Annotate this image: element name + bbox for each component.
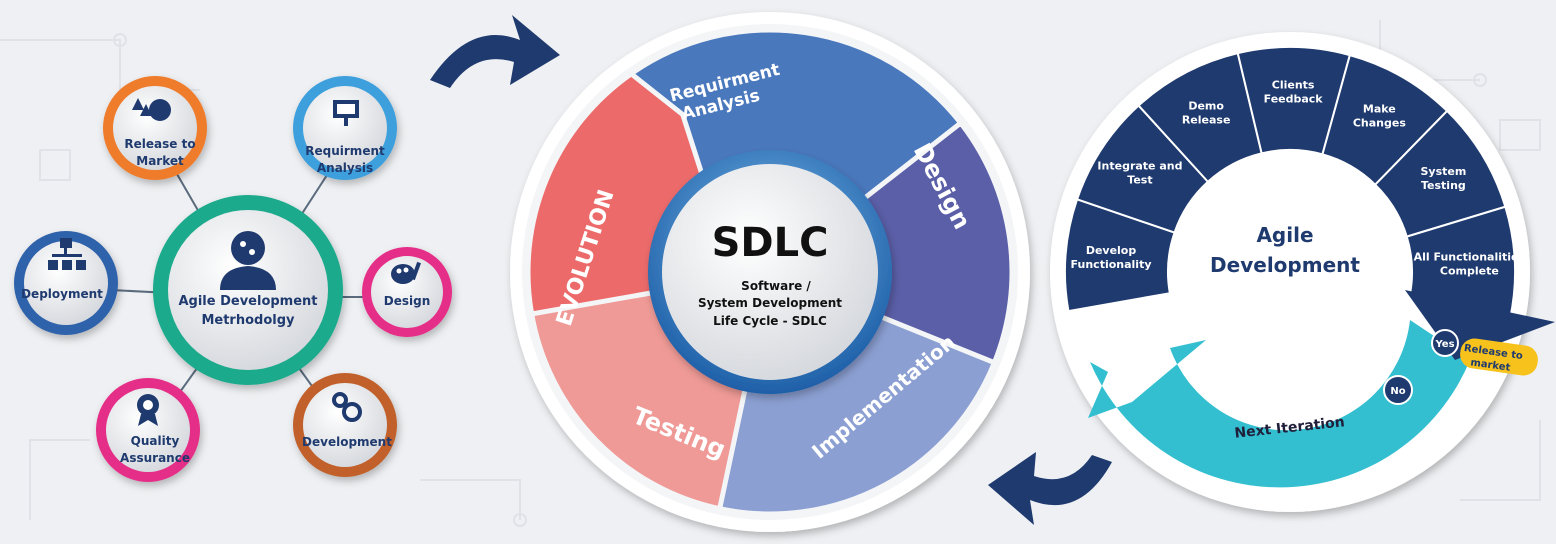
cycle-segment-label: Make	[1363, 102, 1396, 115]
node-label: Design	[384, 294, 431, 308]
sdlc-title: SDLC	[712, 220, 829, 266]
node-label: Market	[136, 154, 184, 168]
node-label: Analysis	[317, 161, 373, 175]
person-head-icon	[220, 231, 276, 290]
node-requirement-analysis[interactable]: Requirment Analysis	[293, 76, 397, 180]
hub-center-title: Agile Development	[178, 294, 317, 309]
hub-center-subtitle: Metrhodolgy	[201, 313, 295, 328]
node-deployment[interactable]: Deployment	[14, 231, 118, 335]
cycle-segment-label: Clients	[1272, 79, 1315, 92]
next-iteration-arrow[interactable]	[1088, 320, 1470, 488]
sdlc-segments	[525, 27, 1015, 517]
cycle-segment-label: Test	[1127, 173, 1152, 186]
cycle-segment-label: Release	[1182, 113, 1231, 126]
cycle-segment-label: Integrate and	[1097, 159, 1182, 172]
cycle-segment-label: Testing	[1421, 179, 1466, 192]
cycle-segment-label: Functionality	[1071, 258, 1152, 271]
node-label: Quality	[131, 434, 180, 448]
cycle-segment-label: System	[1420, 165, 1466, 178]
node-design[interactable]: Design	[362, 247, 452, 337]
cycle-segment-label: Feedback	[1264, 93, 1324, 106]
gears-icon	[332, 392, 362, 422]
presentation-board-icon	[333, 100, 359, 126]
node-release-to-market[interactable]: Release to Market	[103, 76, 207, 180]
sdlc-subtitle-1: Software /	[741, 279, 811, 293]
yes-label: Yes	[1434, 339, 1454, 350]
node-label: Requirment	[305, 144, 385, 158]
sdlc-subtitle-3: Life Cycle - SDLC	[713, 314, 827, 328]
node-quality-assurance[interactable]: Quality Assurance	[96, 378, 200, 482]
sdlc-subtitle-2: System Development	[698, 296, 842, 310]
node-label: Release to	[124, 137, 195, 151]
cycle-segment-label: Demo	[1188, 99, 1224, 112]
no-badge[interactable]: No	[1383, 375, 1413, 405]
sdlc-wheel: Requirment Analysis Design Implementatio…	[510, 12, 1030, 532]
connector-arrow-bottom	[988, 452, 1112, 525]
globe-icon	[132, 98, 171, 121]
cycle-center-subtitle: Development	[1210, 253, 1360, 277]
cycle-segment-label: Develop	[1086, 244, 1137, 257]
node-label: Assurance	[120, 451, 190, 465]
cycle-segment-label: All Functionalities	[1414, 250, 1526, 263]
agile-methodology-hub: Agile Development Metrhodolgy Release to…	[14, 76, 452, 482]
node-label: Development	[302, 435, 392, 449]
palette-icon	[391, 261, 421, 284]
no-label: No	[1390, 386, 1405, 397]
connector-arrow-top	[430, 15, 560, 88]
yes-badge[interactable]: Yes	[1431, 329, 1459, 357]
cycle-center	[1168, 150, 1412, 394]
award-badge-icon	[137, 394, 159, 426]
cycle-segment-label: Complete	[1440, 264, 1499, 277]
node-development[interactable]: Development	[293, 373, 397, 477]
cycle-center-title: Agile	[1256, 223, 1313, 247]
node-label: Deployment	[21, 287, 103, 301]
org-chart-icon	[48, 238, 86, 270]
sdlc-hub	[648, 150, 892, 394]
cycle-segment-label: Changes	[1353, 116, 1406, 129]
